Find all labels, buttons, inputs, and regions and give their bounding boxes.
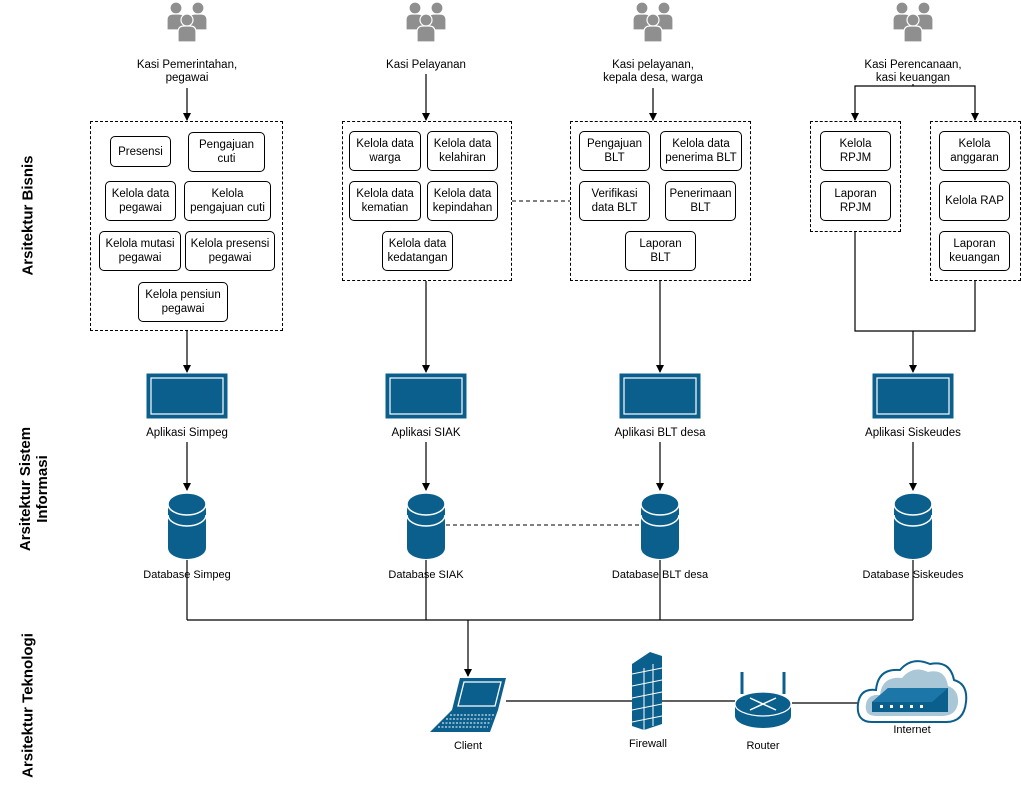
process-box: Kelola RPJM bbox=[820, 131, 891, 171]
application-label: Aplikasi Siskeudes bbox=[865, 427, 961, 439]
process-box: Kelola anggaran bbox=[939, 131, 1010, 171]
actor-label: Kasi Perencanaan, kasi keuangan bbox=[864, 59, 962, 84]
process-box: Kelola data pegawai bbox=[105, 181, 176, 221]
process-box: Pengajuan BLT bbox=[579, 131, 650, 171]
process-group-siak bbox=[342, 121, 512, 281]
router-label: Router bbox=[746, 740, 780, 752]
process-box: Penerimaan BLT bbox=[665, 181, 736, 221]
connector-lines bbox=[183, 74, 979, 704]
process-box: Kelola data warga bbox=[349, 131, 421, 171]
process-box: Pengajuan cuti bbox=[188, 132, 265, 172]
monitor-icon bbox=[872, 373, 954, 419]
layer-title-technology: Arsitektur Teknologi bbox=[19, 633, 37, 778]
process-box: Kelola mutasi pegawai bbox=[99, 231, 181, 271]
router-icon bbox=[734, 672, 792, 728]
process-group-perencanaan bbox=[810, 121, 901, 232]
firewall-icon bbox=[631, 652, 663, 730]
process-box: Kelola data kedatangan bbox=[382, 231, 453, 271]
users-icon bbox=[892, 1, 934, 43]
client-label: Client bbox=[453, 740, 483, 752]
application-label: Aplikasi SIAK bbox=[391, 427, 461, 439]
process-group-simpeg bbox=[90, 121, 283, 331]
actor-label: Kasi pelayanan, kepala desa, warga bbox=[603, 59, 703, 84]
process-box: Kelola data kematian bbox=[349, 181, 421, 221]
database-icon bbox=[406, 492, 446, 559]
actor-label: Kasi Pelayanan bbox=[386, 59, 466, 71]
application-label: Aplikasi BLT desa bbox=[614, 427, 706, 439]
database-icon bbox=[640, 492, 680, 559]
process-box: Presensi bbox=[110, 136, 171, 167]
process-box: Kelola pensiun pegawai bbox=[138, 282, 228, 322]
cloud-icon bbox=[856, 660, 968, 723]
process-box: Laporan keuangan bbox=[939, 231, 1010, 271]
process-group-blt bbox=[570, 121, 751, 281]
layer-title-information-system: Arsitektur Sistem Informasi bbox=[17, 415, 51, 563]
layer-title-business: Arsitektur Bisnis bbox=[19, 155, 37, 276]
database-label: Database SIAK bbox=[388, 569, 464, 581]
monitor-icon bbox=[146, 373, 228, 419]
users-icon bbox=[405, 1, 447, 43]
database-label: Database Simpeg bbox=[143, 569, 231, 581]
process-box: Kelola data kepindahan bbox=[427, 181, 498, 221]
process-box: Kelola presensi pegawai bbox=[185, 231, 275, 271]
monitor-icon bbox=[619, 373, 701, 419]
process-box: Verifikasi data BLT bbox=[579, 181, 650, 221]
monitor-icon bbox=[385, 373, 467, 419]
process-box: Kelola pengajuan cuti bbox=[184, 181, 271, 221]
layer-title-information-system-text: Arsitektur Sistem Informasi bbox=[17, 426, 51, 552]
actor-label: Kasi Pemerintahan, pegawai bbox=[136, 59, 238, 84]
process-box: Kelola data penerima BLT bbox=[660, 131, 742, 171]
process-box: Kelola data kelahiran bbox=[427, 131, 498, 171]
database-icon bbox=[893, 492, 933, 559]
laptop-icon bbox=[430, 678, 506, 732]
process-box: Laporan RPJM bbox=[820, 181, 891, 221]
database-label: Database BLT desa bbox=[611, 569, 709, 581]
users-icon bbox=[166, 1, 208, 43]
application-label: Aplikasi Simpeg bbox=[146, 427, 228, 439]
dashed-links bbox=[446, 200, 640, 526]
firewall-label: Firewall bbox=[629, 738, 667, 750]
users-icon bbox=[632, 1, 674, 43]
database-icon bbox=[167, 492, 207, 559]
process-box: Laporan BLT bbox=[625, 231, 696, 271]
internet-label: Internet bbox=[893, 724, 931, 736]
database-label: Database Siskeudes bbox=[862, 569, 964, 581]
process-box: Kelola RAP bbox=[939, 181, 1010, 221]
